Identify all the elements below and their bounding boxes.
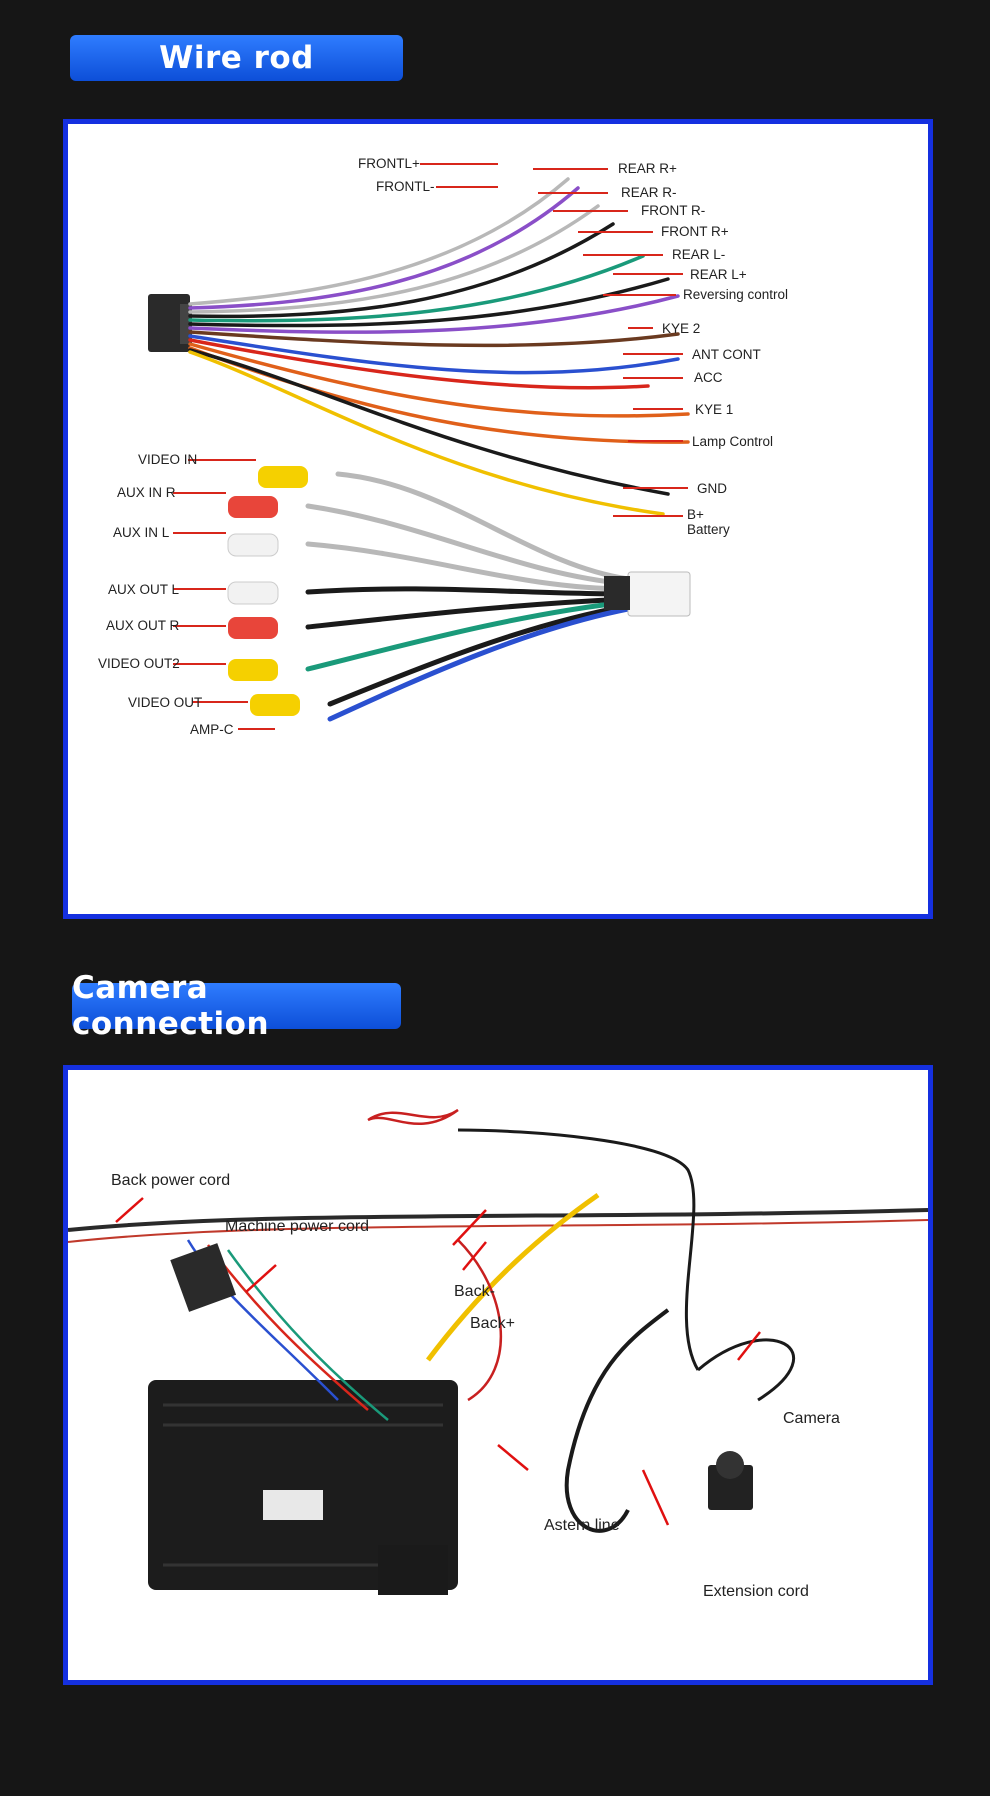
wiring-harness-illustration: FRONTL+ FRONTL- REAR R+ REAR R- FRONT R-…: [98, 156, 788, 737]
label-rear-r-minus: REAR R-: [621, 185, 677, 200]
rca-plug-aux-in-r-icon: [228, 496, 278, 518]
label-extension-cord: Extension cord: [703, 1583, 809, 1600]
rca-plug-video-in-icon: [258, 466, 308, 488]
label-video-out: VIDEO OUT: [128, 695, 202, 710]
label-ant-cont: ANT CONT: [692, 347, 761, 362]
label-kye2: KYE 2: [662, 321, 700, 336]
rca-plug-aux-out-l-icon: [227, 581, 279, 605]
label-back-power-cord: Back power cord: [111, 1172, 230, 1189]
label-amp-c: AMP-C: [190, 722, 234, 737]
iso-connector-icon: [148, 294, 190, 352]
rca-cable-bundle: [305, 471, 631, 722]
label-lamp-control: Lamp Control: [692, 434, 773, 449]
label-front-r-minus: FRONT R-: [641, 203, 705, 218]
callout-lines: [173, 163, 688, 730]
label-aux-out-r: AUX OUT R: [106, 618, 180, 633]
label-machine-power-cord: Machine power cord: [225, 1218, 369, 1235]
label-battery: Battery: [687, 522, 730, 537]
label-frontl-minus: FRONTL-: [376, 179, 435, 194]
callout-arrows: [115, 1197, 761, 1526]
head-unit-icon: [148, 1380, 458, 1590]
label-back-minus: Back-: [454, 1283, 495, 1300]
canbus-box-icon: [378, 1545, 448, 1595]
label-gnd: GND: [697, 481, 727, 496]
label-camera: Camera: [783, 1410, 840, 1427]
camera-wiring-illustration: Back power cord Machine power cord Back-…: [68, 1108, 928, 1600]
camera-connection-diagram: Back power cord Machine power cord Back-…: [63, 1065, 933, 1685]
label-video-out2: VIDEO OUT2: [98, 656, 180, 671]
wire-rod-title: Wire rod: [70, 35, 403, 81]
label-rear-l-plus: REAR L+: [690, 267, 747, 282]
label-back-plus: Back+: [470, 1315, 515, 1332]
label-rear-r-plus: REAR R+: [618, 161, 677, 176]
label-aux-in-l: AUX IN L: [113, 525, 170, 540]
video-connector-icon: [627, 571, 691, 617]
label-aux-out-l: AUX OUT L: [108, 582, 180, 597]
camera-icon: [708, 1465, 753, 1510]
label-video-in: VIDEO IN: [138, 452, 197, 467]
rca-plug-video-out-icon: [250, 694, 300, 716]
label-astern-line: Astern line: [544, 1517, 620, 1534]
label-kye1: KYE 1: [695, 402, 733, 417]
label-aux-in-r: AUX IN R: [117, 485, 176, 500]
label-front-r-plus: FRONT R+: [661, 224, 729, 239]
rca-plug-aux-in-l-icon: [227, 533, 279, 557]
wire-rod-diagram: FRONTL+ FRONTL- REAR R+ REAR R- FRONT R-…: [63, 119, 933, 919]
label-rear-l-minus: REAR L-: [672, 247, 725, 262]
camera-connection-title: Camera connection: [72, 970, 401, 1042]
rca-plug-aux-out-r-icon: [228, 617, 278, 639]
rear-connector-icon: [263, 1490, 323, 1520]
label-b-plus: B+: [687, 507, 704, 522]
label-acc: ACC: [694, 370, 723, 385]
rca-plug-video-out2-icon: [228, 659, 278, 681]
label-reversing-control: Reversing control: [683, 287, 788, 302]
harness-wires: [188, 177, 690, 516]
rca-plugs: [227, 466, 308, 716]
power-connector-icon: [170, 1243, 237, 1312]
label-frontl-plus: FRONTL+: [358, 156, 420, 171]
